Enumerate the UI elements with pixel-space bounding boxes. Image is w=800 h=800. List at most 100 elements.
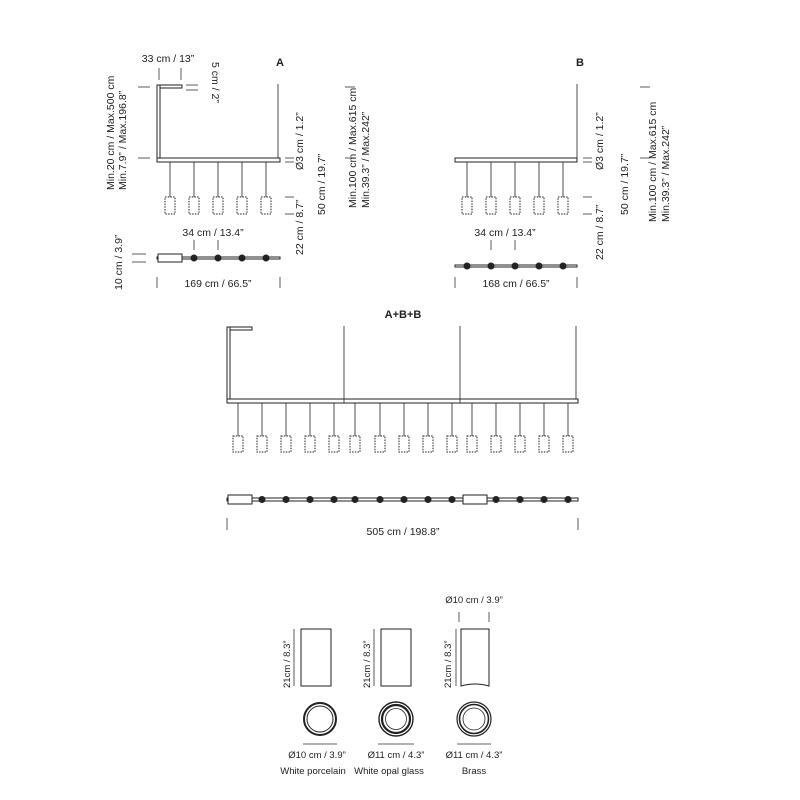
a-arm-width-label: 33 cm / 13” [142, 53, 195, 65]
abb-pendant-shade [562, 435, 574, 453]
a-pendant-shade [236, 196, 248, 215]
abb-plan-shade [376, 496, 384, 503]
a-rail [156, 157, 281, 163]
a-plan-shade [238, 254, 246, 262]
a-cable-length-label: 50 cm / 19.7” [316, 153, 328, 215]
brass-height-label: 21cm / 8.3” [443, 640, 454, 688]
shade-option-white-opal-glass: 21cm / 8.3” Ø11 cm / 4.3” White opal gla… [354, 628, 425, 777]
a-arm-post [156, 84, 161, 161]
b-pendant-shade [557, 196, 569, 215]
b-plan-shades [463, 262, 567, 270]
a-spacing-label: 34 cm / 13.4” [182, 227, 244, 239]
b-plan-shade [487, 262, 495, 270]
abb-pendant-shade [256, 435, 268, 453]
abb-plan-shade [424, 496, 432, 503]
abb-wall-bracket [226, 326, 253, 331]
abb-pendant-shade [490, 435, 502, 453]
abb-pendant-shade [446, 435, 458, 453]
porcelain-height-label: 21cm / 8.3” [282, 640, 293, 688]
a-pendant-shade [164, 196, 176, 215]
abb-plan-shade [492, 496, 500, 503]
a-shade-height-label: 22 cm / 8.7” [294, 199, 306, 255]
abb-plan-shade [306, 496, 314, 503]
a-plan-shade [214, 254, 222, 262]
variant-abb: A+B+B [226, 309, 579, 538]
b-pendants [461, 162, 569, 215]
a-plan-shade [262, 254, 270, 262]
abb-pendant-shade [349, 435, 361, 453]
a-plan-shade [190, 254, 198, 262]
abb-pendant-shade [514, 435, 526, 453]
shade-options: 21cm / 8.3” Ø10 cm / 3.9” White porcelai… [280, 595, 503, 777]
b-pendant-shade [461, 196, 473, 215]
abb-pendant-shade [328, 435, 340, 453]
brass-name-label: Brass [462, 766, 487, 777]
a-wall-bracket [156, 84, 183, 89]
porcelain-shade-plan-inner [306, 705, 334, 733]
b-pendant-shade [485, 196, 497, 215]
shade-option-white-porcelain: 21cm / 8.3” Ø10 cm / 3.9” White porcelai… [280, 628, 346, 777]
opal-height-label: 21cm / 8.3” [362, 640, 373, 688]
variant-b-label: B [576, 57, 584, 69]
opal-diameter-label: Ø11 cm / 4.3” [368, 750, 425, 761]
abb-plan-shade [258, 496, 266, 503]
abb-arm-post [226, 326, 231, 402]
a-pendant-shade [260, 196, 272, 215]
abb-pendant-shade [422, 435, 434, 453]
abb-plan-shade [448, 496, 456, 503]
a-pendant-shade [188, 196, 200, 215]
abb-pendants [232, 403, 574, 453]
porcelain-diameter-label: Ø10 cm / 3.9” [288, 750, 346, 761]
abb-plan-shade [540, 496, 548, 503]
b-spacing-label: 34 cm / 13.4” [474, 227, 536, 239]
brass-shade-plan-inner [462, 707, 486, 731]
brass-shade-elevation [460, 628, 490, 687]
abb-plan-shade [351, 496, 359, 503]
abb-plan-bracket [227, 494, 253, 505]
abb-pendant-shade [304, 435, 316, 453]
b-pendant-shade [509, 196, 521, 215]
abb-pendant-shade [232, 435, 244, 453]
variant-a: A 33 cm / 13” 5 cm / 2” Min.20 cm / Max.… [105, 53, 372, 290]
b-plan-shade [559, 262, 567, 270]
variant-a-label: A [276, 57, 284, 69]
b-length-label: 168 cm / 66.5” [482, 278, 550, 290]
abb-rail [226, 398, 579, 404]
brass-top-diameter-label: Ø10 cm / 3.9” [445, 595, 503, 606]
abb-pendant-shade [466, 435, 478, 453]
a-rail-diameter-label: Ø3 cm / 1.2” [294, 112, 306, 170]
a-suspension-in-label: Min.39.3” / Max.242” [360, 111, 372, 208]
a-pendants [164, 162, 272, 215]
a-length-label: 169 cm / 66.5” [184, 278, 252, 290]
abb-plan-shade [564, 496, 572, 503]
a-plan-bracket [157, 253, 183, 263]
shade-option-brass: Ø10 cm / 3.9” 21cm / 8.3” Ø11 cm / 4.3” … [443, 595, 503, 777]
a-plan-shades [190, 254, 270, 262]
b-plan-shade [463, 262, 471, 270]
opal-shade-elevation [380, 628, 412, 687]
b-pendant-shade [533, 196, 545, 215]
b-suspension-cm-label: Min.100 cm / Max.615 cm [647, 102, 659, 222]
brass-diameter-label: Ø11 cm / 4.3” [446, 750, 503, 761]
abb-plan-coupler [462, 494, 488, 505]
variant-abb-label: A+B+B [385, 309, 422, 321]
b-rail [454, 157, 578, 163]
a-depth-label: 10 cm / 3.9” [113, 234, 125, 290]
abb-pendant-shade [374, 435, 386, 453]
opal-name-label: White opal glass [354, 766, 424, 777]
a-height-in-label: Min.7.9” / Max.196.8” [117, 90, 129, 190]
abb-plan-shade [330, 496, 338, 503]
porcelain-name-label: White porcelain [280, 766, 345, 777]
b-suspension-in-label: Min.39.3” / Max.242” [660, 125, 672, 222]
b-rail-diameter-label: Ø3 cm / 1.2” [594, 112, 606, 170]
porcelain-shade-elevation [300, 628, 332, 687]
abb-plan-shade [282, 496, 290, 503]
abb-pendant-shade [398, 435, 410, 453]
abb-plan-shade [400, 496, 408, 503]
b-cable-length-label: 50 cm / 19.7” [619, 153, 631, 215]
a-height-cm-label: Min.20 cm / Max.500 cm [105, 75, 117, 190]
a-pendant-shade [212, 196, 224, 215]
variant-b: B Ø3 cm / 1.2” 50 cm / 19.7” 22 cm / 8.7… [454, 57, 672, 290]
b-plan-shade [535, 262, 543, 270]
